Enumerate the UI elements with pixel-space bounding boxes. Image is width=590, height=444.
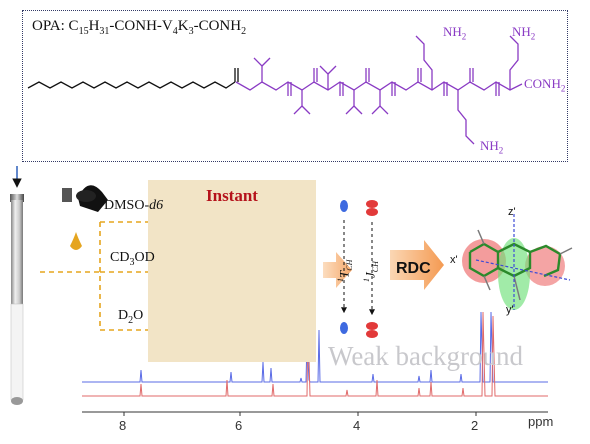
axis-z-label: z': [508, 206, 516, 218]
coupling-label-t: 1TCH: [336, 259, 354, 282]
coupling-diagram: [340, 200, 378, 338]
peptide-structure: [27, 35, 523, 145]
ppm-tick-8: 8: [119, 418, 127, 433]
nh2-label-bottom: NH2: [480, 138, 504, 156]
solvent-cd3od: CD3OD: [110, 250, 155, 268]
weak-background-watermark: Weak background: [328, 341, 523, 371]
instant-title: Instant: [206, 186, 258, 205]
rdc-label: RDC: [396, 260, 431, 277]
powder-vial-icon: [62, 185, 108, 250]
spectrum-blue-trace: [82, 311, 548, 383]
alkyl-chain: [27, 81, 236, 89]
nh2-label-top-2: NH2: [512, 24, 536, 42]
rdc-arrow: [390, 240, 444, 290]
aligned-molecule: [462, 214, 573, 310]
ppm-tick-2: 2: [471, 418, 479, 433]
arrow-to-coupling: [323, 252, 352, 288]
solvent-d2o: D2O: [118, 308, 144, 326]
instant-panel: [148, 180, 316, 362]
ppm-tick-4: 4: [353, 418, 361, 433]
axis-x-label: x': [450, 254, 458, 266]
nmr-spectra: [82, 311, 548, 416]
opa-structure-frame: [22, 10, 568, 162]
conh2-label: CONH2: [524, 76, 566, 94]
coupling-label-j: 1JCH: [362, 261, 380, 282]
ppm-tick-6: 6: [235, 418, 243, 433]
ppm-axis-unit: ppm: [528, 414, 554, 429]
nmr-tube-left: [10, 194, 24, 405]
nh2-label-top-1: NH2: [443, 24, 467, 42]
spectrum-red-trace: [82, 311, 548, 397]
solvent-dmso: DMSO-d6: [104, 198, 164, 213]
opa-formula-label: OPA: C15H31-CONH-V4K3-CONH2: [32, 18, 247, 37]
axis-y-label: y': [506, 304, 514, 316]
